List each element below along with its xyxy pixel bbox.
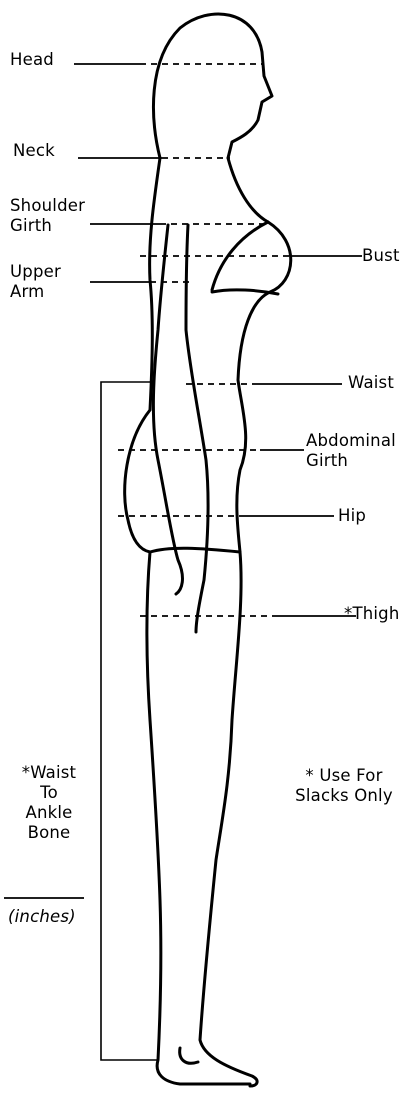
torso-front-outline bbox=[228, 158, 291, 552]
thigh-label: *Thigh bbox=[344, 604, 400, 624]
slacks-note-line1: * Use For bbox=[274, 766, 414, 786]
waist-to-ankle-line2: To bbox=[12, 783, 86, 803]
slacks-note-line2: Slacks Only bbox=[274, 786, 414, 806]
upper-arm-label-line2: Arm bbox=[10, 282, 44, 302]
upper-arm-label-line1: Upper bbox=[10, 262, 61, 282]
arm-back-outline bbox=[153, 225, 182, 594]
waist-to-ankle-line3: Ankle bbox=[12, 803, 86, 823]
abdominal-girth-label-line2: Girth bbox=[306, 451, 348, 471]
shoulder-girth-label-line2: Girth bbox=[10, 216, 52, 236]
slacks-note: * Use For Slacks Only bbox=[274, 766, 414, 806]
shoulder-girth-label-line1: Shoulder bbox=[10, 196, 85, 216]
hip-label: Hip bbox=[338, 506, 366, 526]
waist-to-ankle-line1: *Waist bbox=[12, 763, 86, 783]
neck-label: Neck bbox=[13, 141, 55, 161]
ankle-detail bbox=[180, 1048, 198, 1063]
abdominal-girth-label-line1: Abdominal bbox=[306, 431, 396, 451]
waist-to-ankle-line4: Bone bbox=[12, 823, 86, 843]
bust-label: Bust bbox=[362, 246, 400, 266]
waist-label: Waist bbox=[348, 373, 394, 393]
arm-front-outline bbox=[186, 225, 208, 632]
leg-back-outline bbox=[147, 552, 250, 1084]
head-label: Head bbox=[10, 50, 54, 70]
waist-to-ankle-label: *Waist To Ankle Bone bbox=[12, 763, 86, 843]
brief-garment-line bbox=[150, 548, 240, 552]
bust-garment-line bbox=[212, 290, 278, 294]
head-outline bbox=[153, 14, 272, 158]
leg-front-outline bbox=[200, 552, 257, 1086]
units-label: (inches) bbox=[8, 907, 76, 927]
